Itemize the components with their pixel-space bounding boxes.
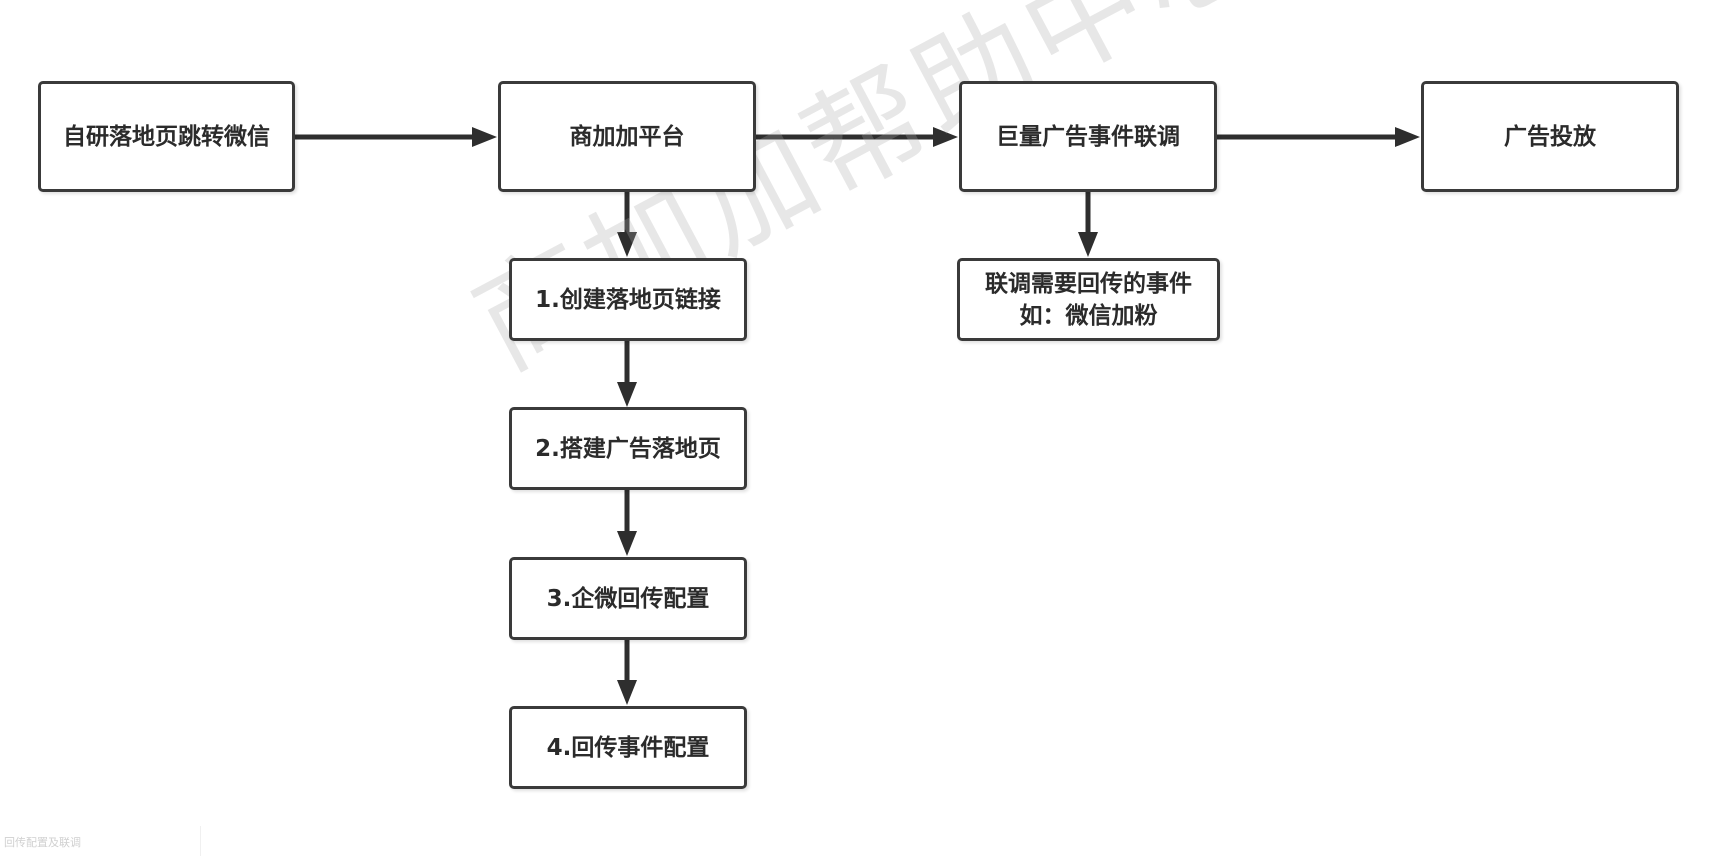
node-platform-label: 商加加平台 <box>569 123 685 150</box>
node-ad-delivery-label: 广告投放 <box>1504 123 1596 150</box>
node-step3: 3.企微回传配置 <box>509 557 747 640</box>
arrowhead-self-to-platform <box>472 127 497 147</box>
footer-divider <box>200 826 201 856</box>
node-step4-label: 4.回传事件配置 <box>546 734 710 761</box>
node-step1-label: 1.创建落地页链接 <box>535 286 721 313</box>
arrowhead-step2-to-step3 <box>617 531 637 556</box>
node-juliang: 巨量广告事件联调 <box>959 81 1217 192</box>
node-events-line2: 如：微信加粉 <box>1019 302 1158 329</box>
node-ad-delivery: 广告投放 <box>1421 81 1679 192</box>
arrowhead-juliang-to-delivery <box>1395 127 1420 147</box>
node-events: 联调需要回传的事件 如：微信加粉 <box>957 258 1220 341</box>
node-juliang-label: 巨量广告事件联调 <box>996 123 1180 150</box>
footer-caption: 回传配置及联调 <box>4 836 81 849</box>
arrowhead-platform-to-juliang <box>933 127 958 147</box>
arrowhead-step1-to-step2 <box>617 382 637 407</box>
node-self-landing: 自研落地页跳转微信 <box>38 81 295 192</box>
node-platform: 商加加平台 <box>498 81 756 192</box>
node-step4: 4.回传事件配置 <box>509 706 747 789</box>
arrowhead-step3-to-step4 <box>617 680 637 705</box>
arrowhead-juliang-to-events <box>1078 232 1098 257</box>
node-self-landing-label: 自研落地页跳转微信 <box>63 123 270 150</box>
node-step1: 1.创建落地页链接 <box>509 258 747 341</box>
node-step3-label: 3.企微回传配置 <box>546 585 710 612</box>
node-step2-label: 2.搭建广告落地页 <box>535 435 721 462</box>
node-events-line1: 联调需要回传的事件 <box>985 270 1192 297</box>
node-step2: 2.搭建广告落地页 <box>509 407 747 490</box>
arrowhead-platform-to-step1 <box>617 232 637 257</box>
